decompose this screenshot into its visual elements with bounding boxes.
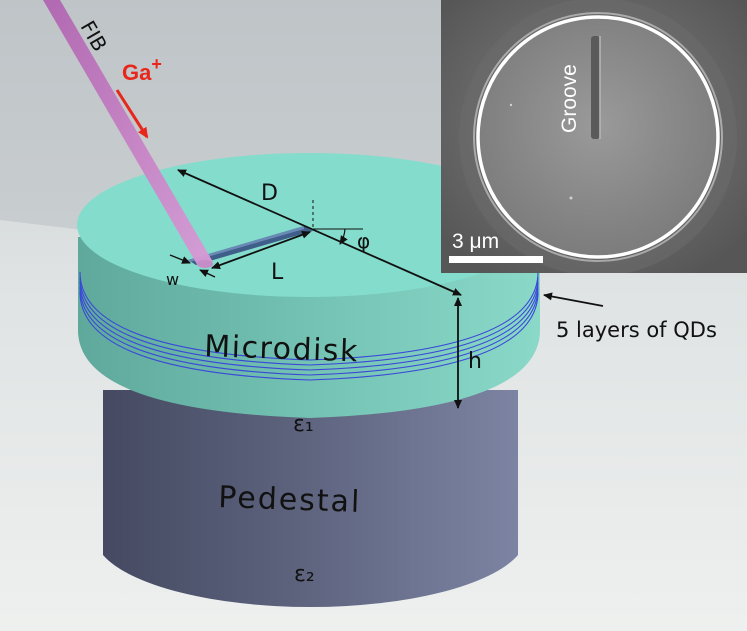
qd-layers-label: 5 layers of QDs <box>556 318 717 342</box>
length-label: L <box>271 260 284 285</box>
length-arrow <box>211 231 311 269</box>
scale-bar <box>449 256 543 263</box>
diameter-arrow <box>177 169 462 296</box>
ion-label: Ga+ <box>122 54 162 85</box>
sem-inset: Groove 3 μm <box>441 0 747 273</box>
sem-groove <box>591 36 600 139</box>
epsilon2-label: ε₂ <box>294 562 315 587</box>
pedestal <box>103 390 518 608</box>
sem-disk-rim <box>476 15 720 259</box>
sem-disk-rim-glow <box>473 12 723 262</box>
pedestal-label: Pedestal <box>218 480 362 520</box>
diameter-label: D <box>261 181 278 206</box>
angle-arc <box>339 228 348 245</box>
width-marker-a <box>169 254 191 264</box>
sem-image: Groove 3 μm <box>441 0 747 273</box>
ion-direction-arrow <box>115 89 149 139</box>
quantum-dot-layers <box>79 271 539 381</box>
height-label: h <box>468 349 482 374</box>
scale-bar-label: 3 μm <box>452 230 499 253</box>
width-label: w <box>166 270 179 289</box>
angle-label: φ <box>357 229 370 253</box>
sem-halo <box>459 0 737 273</box>
qd-pointer-arrow <box>543 292 604 307</box>
groove-label: Groove <box>558 64 581 133</box>
microdisk-label: Microdisk <box>204 329 360 369</box>
width-marker-b <box>199 269 216 278</box>
epsilon1-label: ε₁ <box>293 412 314 437</box>
